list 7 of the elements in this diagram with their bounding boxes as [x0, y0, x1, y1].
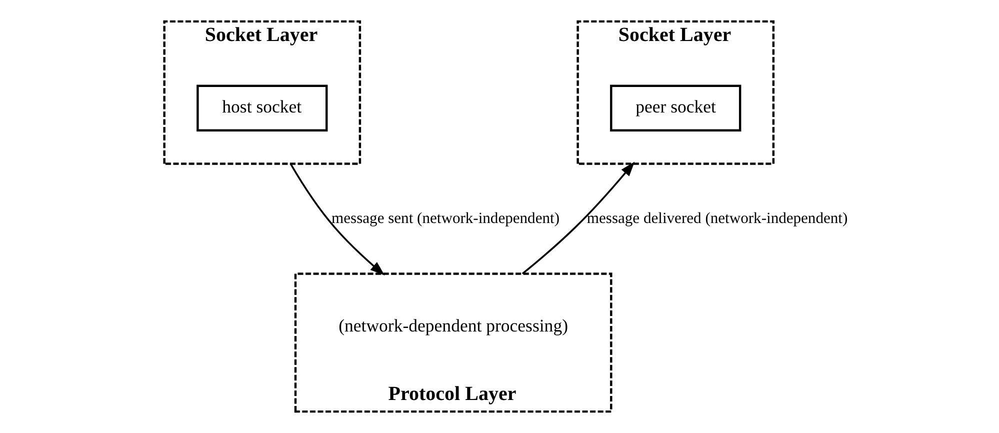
- edge-label: message sent (network-independent): [331, 210, 560, 227]
- arrow: [289, 163, 384, 276]
- node-box: peer socket: [610, 84, 741, 132]
- node-box: host socket: [196, 84, 328, 132]
- label: (network-dependent processing): [338, 315, 568, 336]
- arrow: [521, 162, 634, 274]
- edge-label: message delivered (network-independent): [586, 210, 848, 227]
